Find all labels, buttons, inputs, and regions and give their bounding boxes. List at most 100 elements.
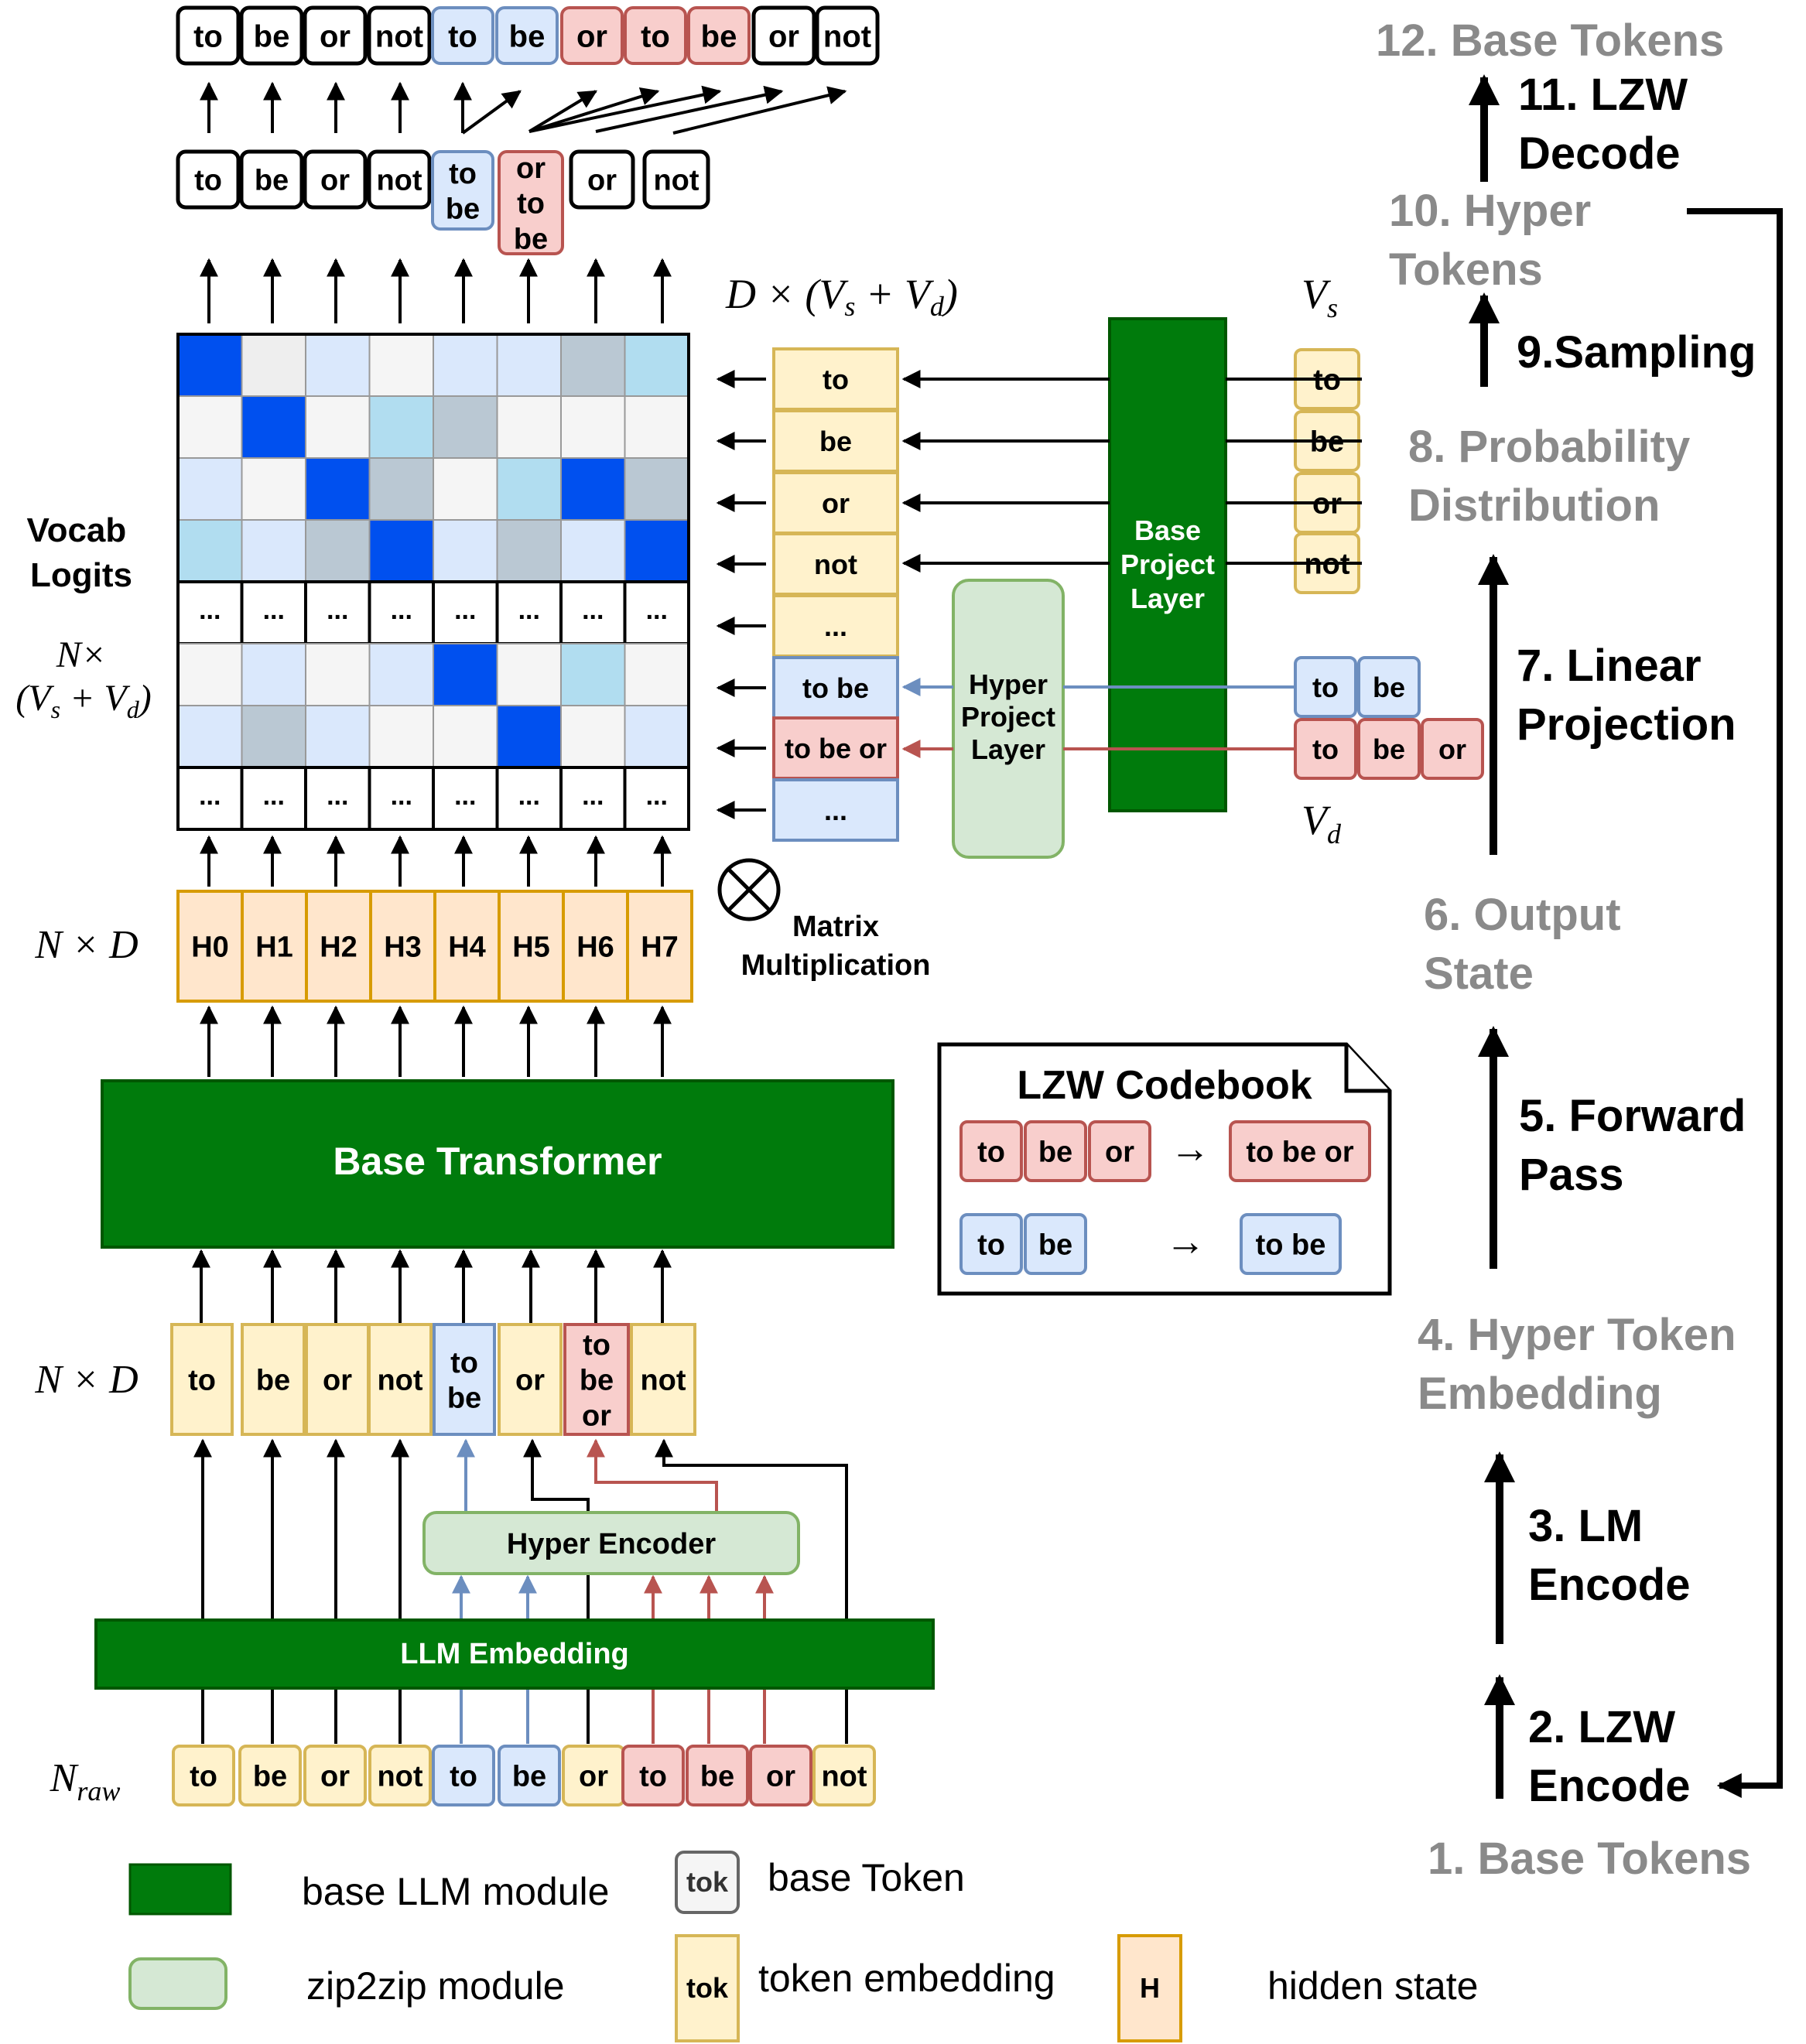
logit-cell bbox=[305, 643, 371, 706]
output-token: or bbox=[560, 6, 624, 65]
codebook-token-label: be bbox=[1038, 1137, 1072, 1169]
codebook-arrow: → bbox=[1165, 1219, 1206, 1264]
projection-embedding-row: not bbox=[772, 532, 899, 596]
encoder-connections bbox=[193, 1438, 848, 1744]
svg-text:9.Sampling: 9.Sampling bbox=[1517, 327, 1756, 378]
raw-token-label: to bbox=[190, 1761, 217, 1793]
logit-ellipsis: ... bbox=[391, 596, 412, 625]
hyper-vocab-red-token-label: or bbox=[1438, 733, 1466, 765]
hyper-output-token-label: not bbox=[653, 165, 699, 197]
legend-zip2zip-swatch bbox=[128, 1957, 227, 2010]
svg-text:H: H bbox=[1140, 1972, 1160, 2004]
raw-token-label: or bbox=[579, 1761, 608, 1793]
input-embedding: not bbox=[368, 1323, 433, 1436]
input-embedding: not bbox=[630, 1323, 696, 1436]
raw-token-label: be bbox=[512, 1761, 546, 1793]
output-token-label: not bbox=[375, 19, 423, 53]
svg-text:10. Hyper: 10. Hyper bbox=[1389, 186, 1591, 236]
projection-embedding-row: ... bbox=[772, 594, 899, 658]
logit-cell bbox=[624, 333, 689, 397]
logit-cell bbox=[560, 705, 626, 768]
svg-text:Project: Project bbox=[961, 701, 1055, 733]
raw-tokens-label: Nraw bbox=[50, 1756, 121, 1806]
output-arrow bbox=[595, 85, 784, 133]
codebook-token: to bbox=[959, 1213, 1023, 1275]
hidden-state-label: H3 bbox=[384, 931, 422, 964]
svg-text:Embedding: Embedding bbox=[1418, 1369, 1662, 1419]
codebook-title: LZW Codebook bbox=[1017, 1063, 1312, 1108]
output-token-label: or bbox=[320, 19, 351, 53]
logit-cell bbox=[368, 457, 434, 521]
logit-cell bbox=[177, 333, 243, 397]
hyper-output-token: not bbox=[367, 149, 432, 210]
logit-cell bbox=[496, 643, 562, 706]
logit-cell: ... bbox=[623, 580, 690, 645]
logit-cell bbox=[496, 705, 562, 768]
input-embedding-label: be bbox=[580, 1365, 614, 1397]
output-token-label: to bbox=[641, 19, 670, 53]
logit-ellipsis: ... bbox=[327, 596, 348, 625]
output-arrow bbox=[672, 86, 847, 135]
logit-cell bbox=[177, 457, 243, 521]
raw-token: be bbox=[238, 1745, 302, 1806]
hyper-output-token-label: to bbox=[517, 188, 545, 220]
projection-embedding-row-label: ... bbox=[824, 795, 847, 826]
projection-shape-label: D × (Vs + Vd) bbox=[725, 271, 958, 322]
input-embedding-label: be bbox=[447, 1382, 481, 1414]
svg-text:Layer: Layer bbox=[971, 733, 1045, 765]
logit-cell bbox=[305, 705, 371, 768]
legend-token-embedding-label: token embedding bbox=[758, 1957, 1055, 2000]
logit-ellipsis: ... bbox=[263, 596, 285, 625]
projection-embedding-row: ... bbox=[772, 778, 899, 842]
input-embedding: or bbox=[305, 1323, 370, 1436]
output-arrow bbox=[528, 87, 660, 133]
logit-cell bbox=[496, 519, 562, 583]
hidden-state: H7 bbox=[626, 890, 693, 1003]
legend-base-token-label: base Token bbox=[768, 1856, 965, 1899]
output-arrow bbox=[461, 90, 522, 135]
logit-cell bbox=[624, 519, 689, 583]
projection-embedding-row: be bbox=[772, 409, 899, 473]
svg-text:12. Base Tokens: 12. Base Tokens bbox=[1376, 15, 1724, 66]
hyper-vocab-blue-token: be bbox=[1357, 656, 1421, 718]
embedding-shape-label: N × D bbox=[34, 1358, 138, 1402]
logit-cell bbox=[496, 457, 562, 521]
svg-text:Encode: Encode bbox=[1528, 1560, 1691, 1610]
logit-cell bbox=[433, 643, 498, 706]
legend-zip2zip-label: zip2zip module bbox=[306, 1964, 565, 2008]
hyper-output-token-label: to bbox=[194, 165, 222, 197]
codebook-token-label: be bbox=[1038, 1229, 1072, 1262]
svg-text:11. LZW: 11. LZW bbox=[1518, 70, 1688, 120]
logit-cell: ... bbox=[432, 580, 499, 645]
logit-cell bbox=[177, 705, 243, 768]
logit-cell: ... bbox=[368, 580, 435, 645]
logit-cell bbox=[241, 519, 306, 583]
output-token: be bbox=[495, 6, 559, 65]
raw-token-label: be bbox=[700, 1761, 734, 1793]
logit-cell bbox=[305, 333, 371, 397]
codebook-token: to bbox=[959, 1120, 1023, 1182]
hidden-state: H6 bbox=[562, 890, 629, 1003]
hidden-state: H0 bbox=[176, 890, 244, 1003]
projection-embedding-row: to be bbox=[772, 656, 899, 720]
logit-cell bbox=[241, 643, 306, 706]
svg-text:tok: tok bbox=[686, 1972, 729, 2004]
logit-ellipsis: ... bbox=[327, 781, 348, 811]
svg-text:Projection: Projection bbox=[1517, 699, 1736, 750]
logit-ellipsis: ... bbox=[454, 781, 476, 811]
input-embedding-label: not bbox=[377, 1365, 422, 1397]
logit-cell: ... bbox=[304, 580, 371, 645]
hidden-state-label: H4 bbox=[448, 931, 486, 964]
raw-token-label: be bbox=[253, 1761, 287, 1793]
vocab-logits-grid: ........................................… bbox=[176, 333, 690, 831]
hyper-output-token-label: or bbox=[587, 165, 617, 197]
raw-token: be bbox=[686, 1745, 749, 1806]
svg-text:3. LM: 3. LM bbox=[1528, 1501, 1643, 1551]
logit-cell bbox=[624, 705, 689, 768]
